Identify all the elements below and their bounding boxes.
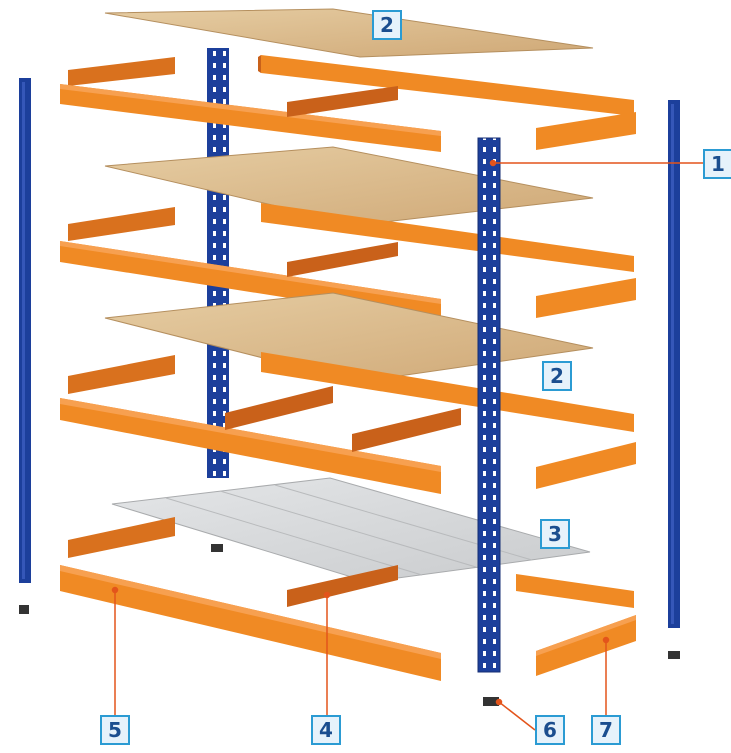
upright-back-left bbox=[207, 48, 229, 552]
foot-plate bbox=[483, 697, 499, 706]
callout-long-beam: 5 bbox=[100, 715, 130, 745]
callout-steel-shelf: 3 bbox=[540, 519, 570, 549]
callout-mid-board: 2 bbox=[542, 361, 572, 391]
upright-back-right bbox=[668, 100, 680, 659]
callout-top-board: 2 bbox=[372, 10, 402, 40]
long-beam bbox=[60, 565, 441, 681]
callout-upright: 1 bbox=[703, 149, 731, 179]
upright-front-right bbox=[477, 137, 501, 673]
beams-level-3 bbox=[60, 352, 636, 494]
chipboard-level-2 bbox=[104, 146, 594, 226]
beams-level-1 bbox=[60, 55, 636, 152]
callout-end-beam: 7 bbox=[591, 715, 621, 745]
end-beam bbox=[536, 615, 636, 676]
top-chipboard bbox=[104, 8, 594, 58]
callout-foot: 6 bbox=[535, 715, 565, 745]
callout-leader-lines bbox=[111, 159, 703, 731]
upright-left bbox=[19, 78, 31, 614]
beams-level-4 bbox=[68, 517, 634, 608]
callout-short-beam: 4 bbox=[311, 715, 341, 745]
steel-shelf-panels bbox=[111, 477, 591, 583]
